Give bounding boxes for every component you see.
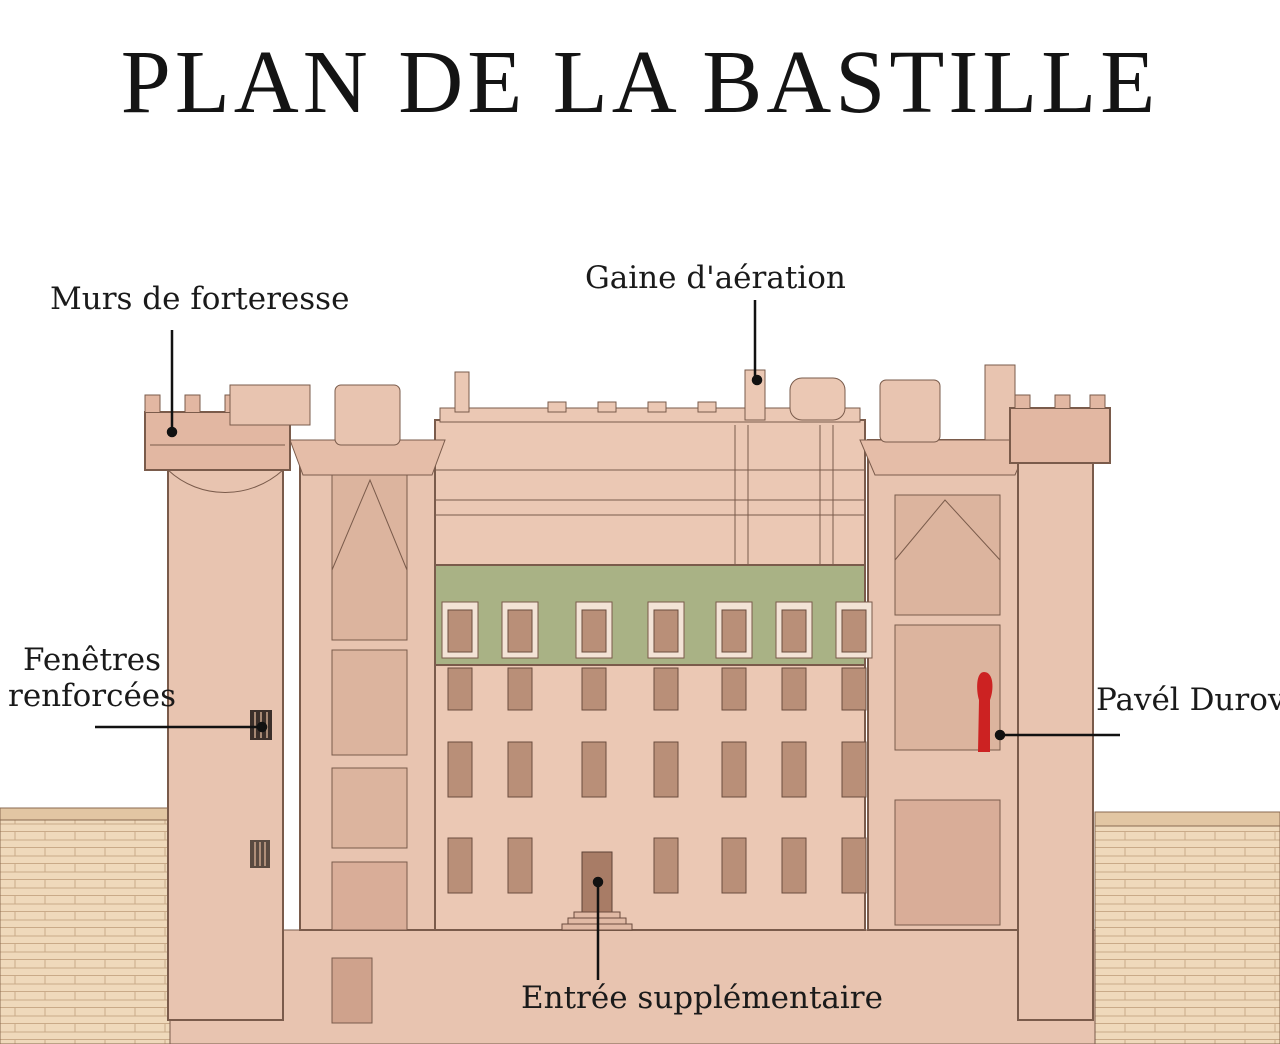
window	[841, 609, 867, 653]
window	[447, 667, 473, 711]
base-platform	[169, 929, 1096, 1044]
label-reinforced-windows-line1: Fenêtres	[23, 642, 162, 678]
right-inner-tower	[859, 364, 1031, 931]
window	[721, 741, 747, 798]
label-pavel-durov: Pavél Durov	[1096, 682, 1280, 718]
window	[507, 667, 533, 711]
window	[653, 741, 679, 798]
window	[841, 667, 867, 711]
red-figure	[977, 672, 993, 752]
window	[581, 667, 607, 711]
right-round-tower	[1009, 394, 1111, 1021]
outer-wall-left	[0, 807, 171, 1044]
label-reinforced-windows-line2: renforcées	[8, 677, 177, 714]
window	[581, 741, 607, 798]
window	[581, 609, 607, 653]
window	[781, 667, 807, 711]
label-reinforced-windows: Fenêtres renforcées	[8, 642, 177, 714]
leader-lines	[95, 300, 1120, 980]
window	[721, 837, 747, 894]
window	[841, 741, 867, 798]
label-extra-entrance: Entrée supplémentaire	[521, 980, 883, 1016]
window	[841, 837, 867, 894]
window	[653, 837, 679, 894]
window	[507, 609, 533, 653]
window	[507, 741, 533, 798]
window	[653, 609, 679, 653]
window	[721, 667, 747, 711]
page-title: PLAN DE LA BASTILLE	[120, 33, 1160, 132]
window	[781, 741, 807, 798]
window	[447, 837, 473, 894]
window	[721, 609, 747, 653]
window	[447, 741, 473, 798]
window	[781, 837, 807, 894]
window	[653, 667, 679, 711]
window	[781, 609, 807, 653]
reinforced-window-lower	[250, 840, 270, 868]
window	[447, 609, 473, 653]
label-ventilation-shaft: Gaine d'aération	[585, 260, 846, 296]
window	[507, 837, 533, 894]
outer-wall-right	[1094, 811, 1280, 1044]
label-fortress-walls: Murs de forteresse	[50, 281, 350, 317]
left-inner-tower	[289, 384, 446, 1024]
